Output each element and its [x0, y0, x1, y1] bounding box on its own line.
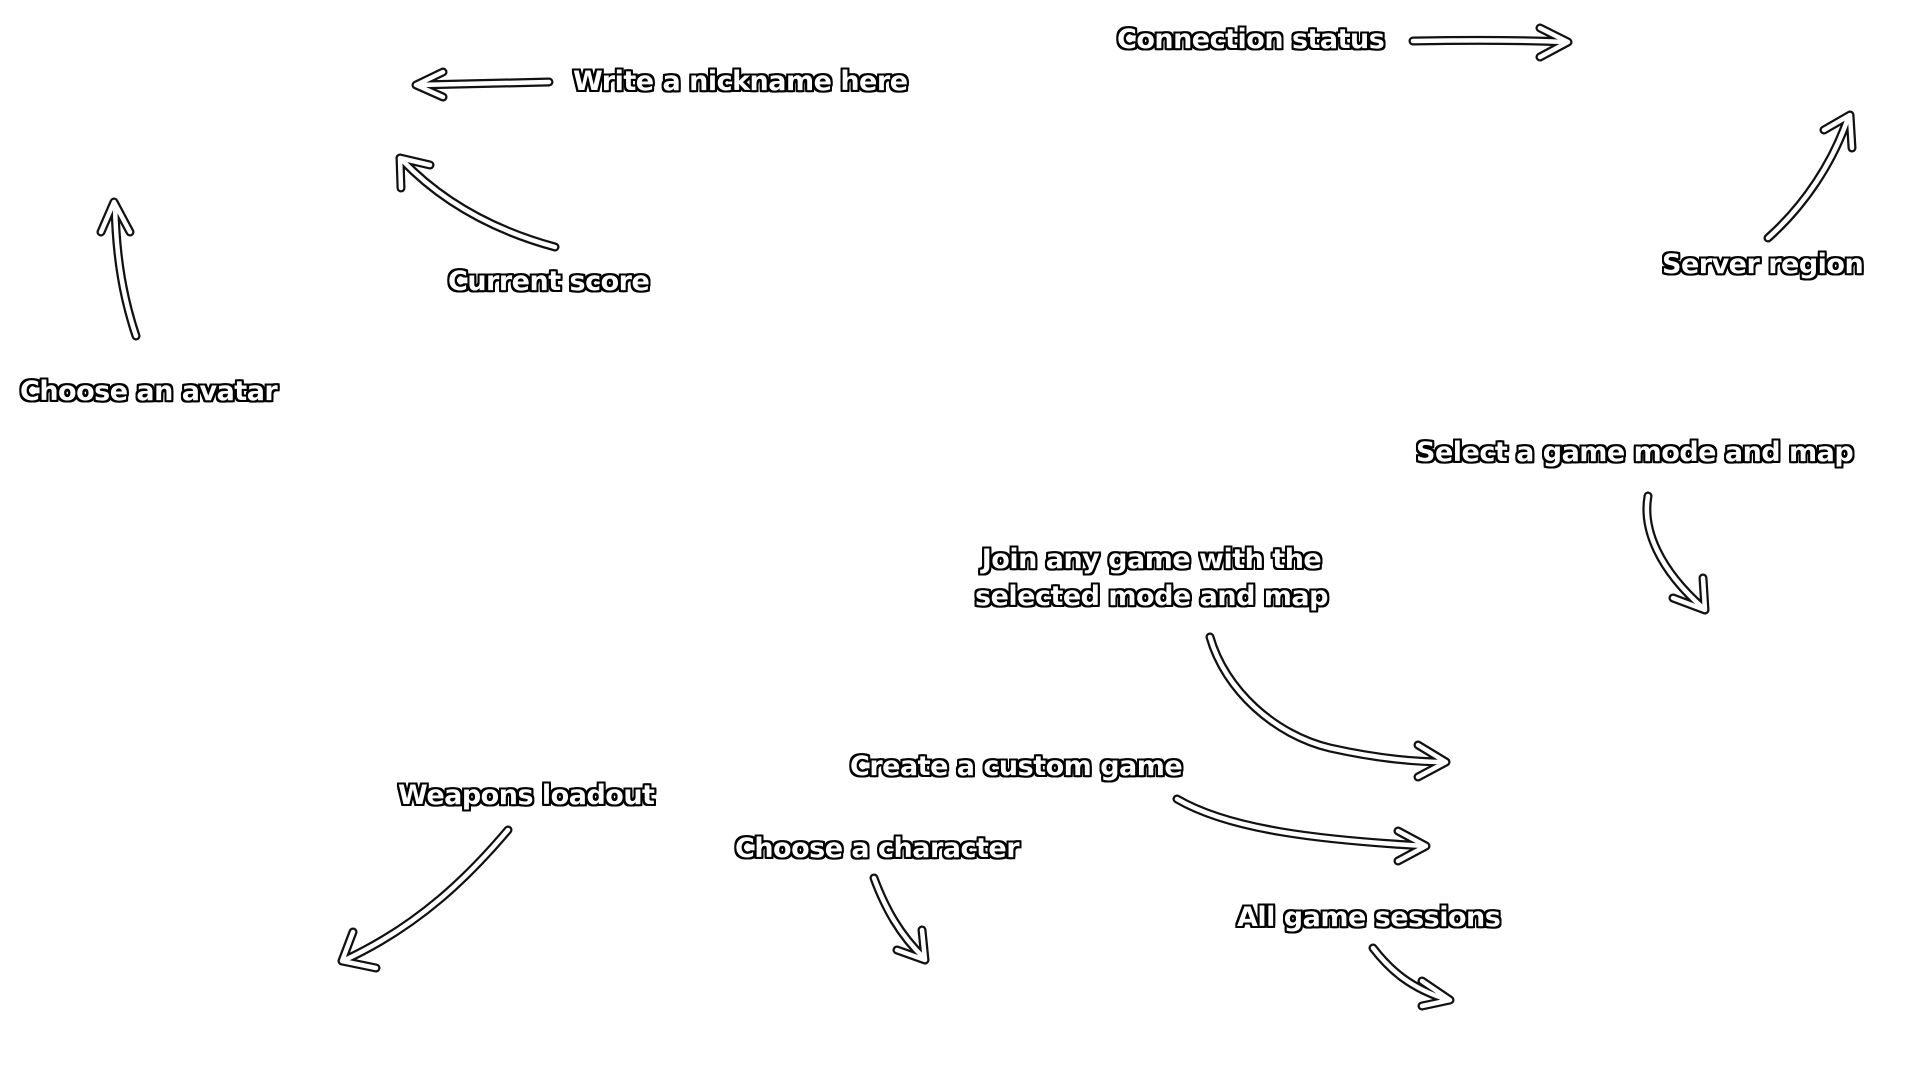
create-custom-game-label: Create a custom game	[850, 751, 1183, 782]
choose-character-arrow-icon	[869, 873, 930, 965]
nickname-label: Write a nickname here	[573, 66, 908, 97]
server-region-label: Server region	[1662, 249, 1864, 280]
connection-status-label: Connection status	[1117, 24, 1385, 55]
create-custom-game-arrow-icon	[1172, 794, 1431, 866]
join-any-game-line-2: selected mode and map	[975, 581, 1328, 612]
choose-avatar-label: Choose an avatar	[20, 376, 278, 407]
current-score-label: Current score	[448, 266, 650, 297]
choose-character-label: Choose a character	[735, 833, 1020, 864]
join-any-game-label: Join any game with the selected mode and…	[975, 541, 1328, 615]
all-game-sessions-arrow-icon	[1368, 943, 1455, 1011]
select-mode-map-label: Select a game mode and map	[1416, 437, 1854, 468]
join-any-game-arrow-icon	[1205, 632, 1451, 782]
weapons-loadout-label: Weapons loadout	[398, 780, 655, 811]
choose-avatar-arrow-icon	[96, 197, 141, 341]
all-game-sessions-label: All game sessions	[1237, 902, 1501, 933]
nickname-arrow-icon	[411, 67, 554, 102]
connection-status-arrow-icon	[1408, 23, 1573, 62]
weapons-loadout-arrow-icon	[337, 825, 513, 973]
join-any-game-line-1: Join any game with the	[981, 544, 1322, 575]
select-mode-map-arrow-icon	[1642, 491, 1710, 615]
server-region-arrow-icon	[1763, 110, 1857, 243]
current-score-arrow-icon	[395, 153, 560, 252]
